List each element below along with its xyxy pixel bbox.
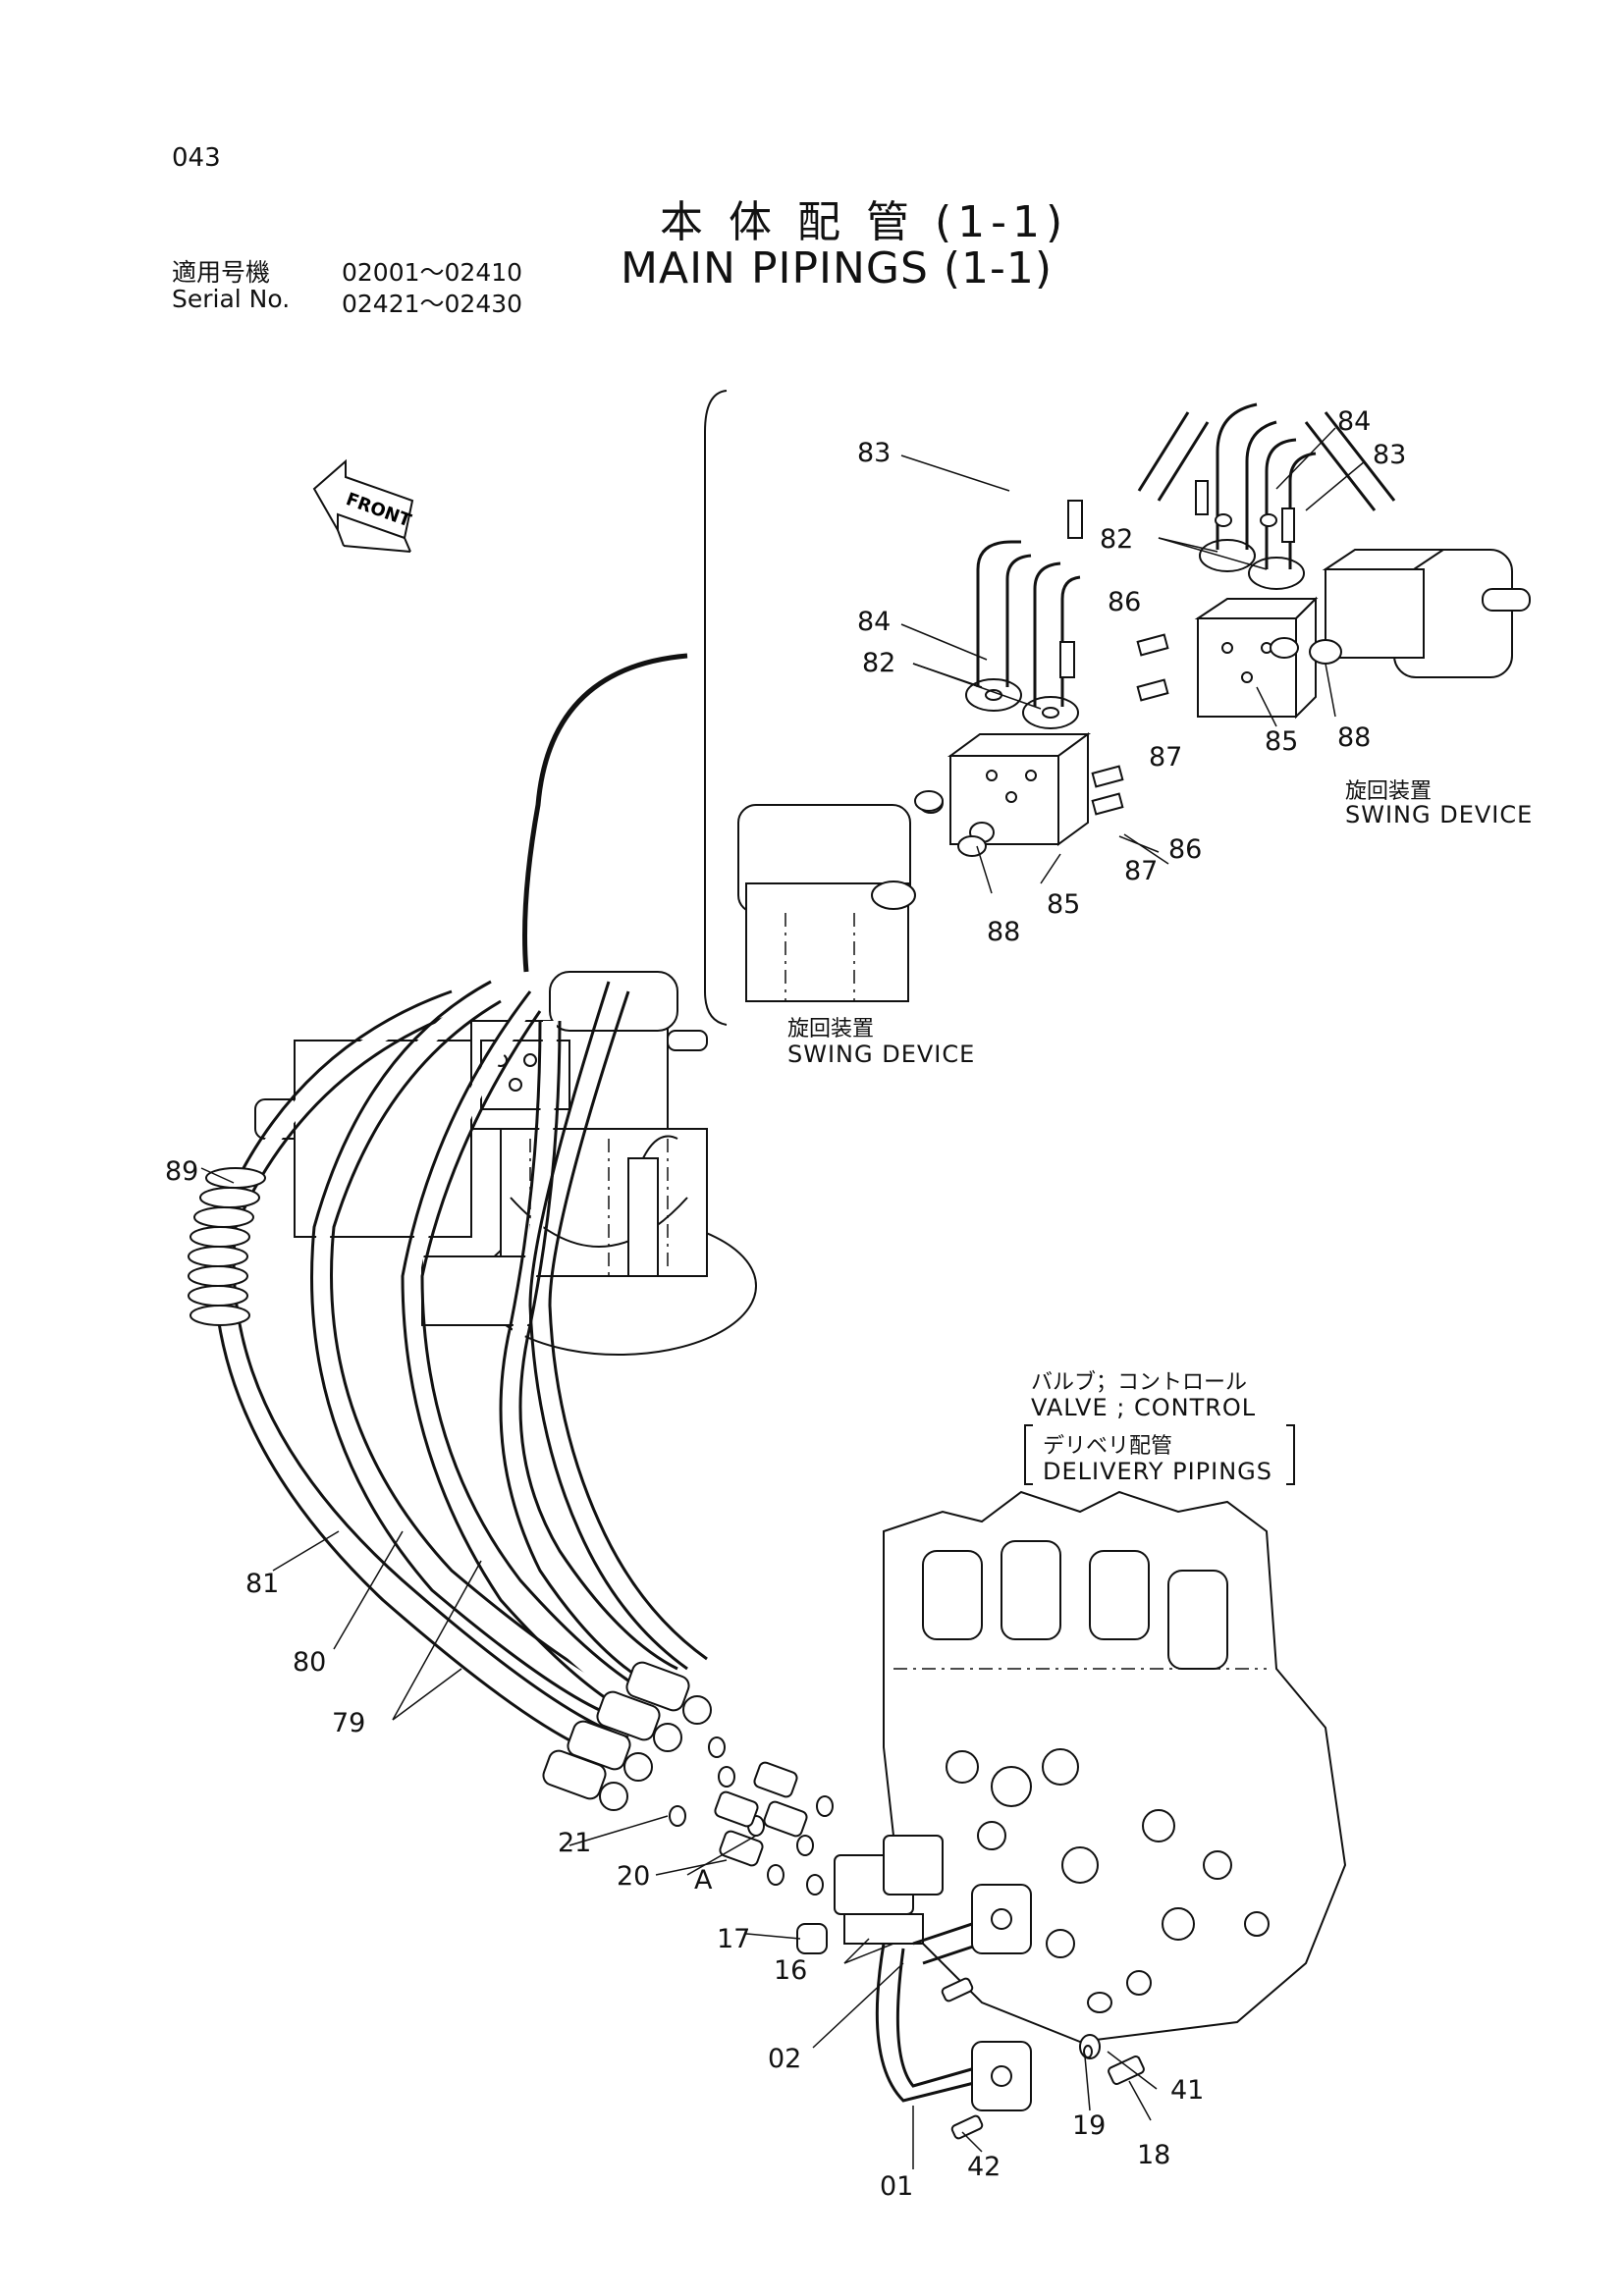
callout-82-detail1: 82 — [862, 648, 896, 678]
detail-swing-device-1 — [737, 500, 1124, 1002]
callout-87-detail2: 87 — [1149, 742, 1183, 773]
callout-41: 41 — [1170, 2075, 1205, 2106]
callout-86-detail2: 86 — [1108, 587, 1142, 617]
callout-17: 17 — [717, 1924, 751, 1954]
callout-81: 81 — [245, 1569, 280, 1599]
callout-86-detail1: 86 — [1168, 834, 1203, 865]
detail-bracket — [704, 390, 728, 1026]
callout-79: 79 — [332, 1708, 366, 1738]
callout-84-detail1: 84 — [857, 607, 892, 637]
delivery-bracket — [1024, 1424, 1295, 1485]
control-valve — [883, 1490, 1347, 2044]
swing-device-label-en-1: SWING DEVICE — [787, 1041, 976, 1068]
detail-leader-curve — [522, 653, 688, 973]
callout-85-detail1: 85 — [1047, 889, 1081, 920]
delivery-pipe-and-flanges — [875, 1884, 1145, 2140]
delivery-pipings-label-en: DELIVERY PIPINGS — [1043, 1458, 1272, 1485]
callout-87-detail1: 87 — [1124, 856, 1159, 886]
callout-83-detail2: 83 — [1373, 440, 1407, 470]
callout-82-detail2: 82 — [1100, 524, 1134, 555]
callout-18: 18 — [1137, 2140, 1171, 2170]
solenoid-block — [834, 1835, 944, 1945]
swing-device-label-ja-2: 旋回装置 — [1345, 779, 1433, 804]
main-hoses — [212, 980, 708, 1759]
port-a-label: A — [694, 1865, 713, 1896]
serial-number-label: Serial No. — [172, 285, 291, 313]
front-arrow-icon — [312, 458, 414, 553]
callout-16: 16 — [774, 1955, 808, 1986]
callout-83-detail1: 83 — [857, 438, 892, 468]
callout-85-detail2: 85 — [1265, 726, 1299, 757]
callout-88-detail1: 88 — [987, 917, 1021, 947]
applicable-models-label: 適用号機 — [172, 258, 271, 287]
control-valve-label-ja: バルブ；コントロール — [1031, 1370, 1248, 1395]
hose-fittings — [542, 1661, 834, 1954]
leader-lines — [200, 427, 1366, 2169]
callout-19: 19 — [1072, 2110, 1107, 2141]
page-number: 043 — [172, 143, 221, 173]
detail-swing-device-2 — [1136, 402, 1531, 720]
callout-21: 21 — [558, 1828, 592, 1858]
swing-device-label-en-2: SWING DEVICE — [1345, 801, 1534, 828]
applicable-models-range: 02001～02410 — [342, 258, 523, 287]
callout-20: 20 — [617, 1861, 651, 1892]
callout-42: 42 — [967, 2152, 1001, 2182]
callout-80: 80 — [293, 1647, 327, 1678]
serial-number-range: 02421～02430 — [342, 290, 523, 318]
callout-89: 89 — [165, 1156, 199, 1187]
callout-88-detail2: 88 — [1337, 722, 1372, 753]
control-valve-label-en: VALVE ; CONTROL — [1031, 1394, 1257, 1421]
page-title-english: MAIN PIPINGS (1-1) — [621, 243, 1054, 294]
swing-device-label-ja-1: 旋回装置 — [787, 1017, 875, 1041]
page-title-japanese: 本 体 配 管 (1-1) — [660, 197, 1069, 247]
hose-protector-coil — [188, 1167, 266, 1326]
delivery-pipings-label-ja: デリベリ配管 — [1043, 1434, 1173, 1459]
callout-84-detail2: 84 — [1337, 406, 1372, 437]
callout-01: 01 — [880, 2171, 914, 2202]
callout-02: 02 — [768, 2044, 802, 2074]
